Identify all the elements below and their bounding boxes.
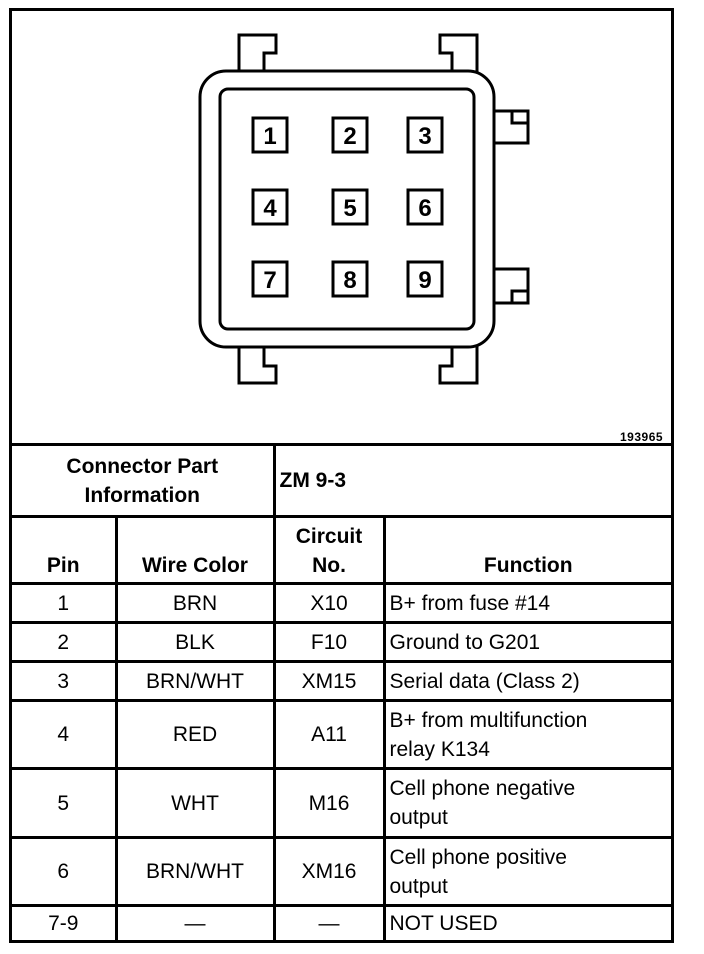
part-info-value: ZM 9-3 — [272, 443, 672, 518]
pin-cavity-5 — [331, 188, 369, 226]
cell-circuit: XM15 — [272, 660, 386, 702]
function-line1: NOT USED — [389, 911, 498, 935]
cell-function: Cell phone negative output — [382, 767, 672, 839]
function-line1: B+ from multifunction — [389, 708, 588, 732]
cell-wire-color: — — [114, 904, 276, 940]
tab-bottom-right — [438, 341, 479, 385]
pin-cavity-4 — [251, 188, 289, 226]
cell-wire-color: BRN/WHT — [114, 836, 276, 907]
cell-wire-color: WHT — [114, 767, 276, 839]
cell-wire-color: BRN — [114, 582, 276, 624]
cell-function: Serial data (Class 2) — [382, 660, 672, 702]
cell-wire-color: BLK — [114, 621, 276, 663]
cell-pin: 2 — [12, 621, 118, 663]
connector-tabs — [237, 33, 530, 385]
function-line2: output — [389, 874, 448, 898]
function-line1: B+ from fuse #14 — [389, 591, 551, 615]
function-line1: Ground to G201 — [389, 630, 541, 654]
pin-cavity-group: 1 2 3 4 5 6 7 8 9 — [251, 116, 444, 298]
cell-circuit: A11 — [272, 699, 386, 770]
cell-function: Ground to G201 — [382, 621, 672, 663]
cell-pin: 5 — [12, 767, 118, 839]
connector-face-diagram: 1 2 3 4 5 6 7 8 9 — [198, 33, 530, 385]
header-row: Pin Wire Color Circuit No. Function — [12, 515, 672, 584]
header-function: Function — [382, 515, 672, 584]
pin-cavity-8 — [331, 260, 369, 298]
header-circuit-line2: No. — [312, 554, 346, 577]
part-info-label-line1: Connector Part — [66, 454, 219, 478]
tab-right-top — [490, 109, 530, 145]
pin-label-6: 6 — [418, 195, 431, 222]
function-line1: Serial data (Class 2) — [389, 669, 580, 693]
cell-circuit: X10 — [272, 582, 386, 624]
header-circuit-line1: Circuit — [295, 525, 363, 548]
function-line1: Cell phone negative — [389, 777, 576, 800]
part-info-label: Connector Part Information — [12, 443, 276, 518]
pinout-table: Connector Part Information ZM 9-3 Pin Wi… — [12, 443, 672, 940]
pin-cavity-1 — [251, 116, 289, 154]
pin-cavity-7 — [251, 260, 289, 298]
cell-circuit: XM16 — [272, 836, 386, 907]
function-line2: relay K134 — [389, 737, 490, 761]
pin-cavity-6 — [406, 188, 444, 226]
function-line2: output — [389, 806, 448, 829]
pin-label-7: 7 — [263, 267, 276, 294]
cell-function: NOT USED — [382, 904, 672, 940]
pin-label-8: 8 — [343, 267, 356, 294]
cell-pin: 1 — [12, 582, 118, 624]
cell-pin: 6 — [12, 836, 118, 907]
part-info-row: Connector Part Information ZM 9-3 — [12, 443, 672, 518]
tab-bottom-left — [237, 341, 278, 385]
cell-pin: 3 — [12, 660, 118, 702]
tab-top-right — [438, 33, 479, 79]
header-wire-color: Wire Color — [114, 515, 276, 584]
pin-label-2: 2 — [343, 123, 356, 150]
cell-function: B+ from fuse #14 — [382, 582, 672, 624]
tab-top-left — [237, 33, 278, 79]
table-row: 7-9——NOT USED — [12, 904, 672, 940]
pin-label-9: 9 — [418, 267, 431, 294]
header-pin: Pin — [12, 515, 118, 584]
cell-circuit: F10 — [272, 621, 386, 663]
tab-right-bottom — [490, 267, 530, 305]
part-info-label-line2: Information — [84, 483, 201, 507]
cell-pin: 7-9 — [12, 904, 118, 940]
header-circuit: Circuit No. — [272, 515, 386, 584]
pin-cavity-3 — [406, 116, 444, 154]
cell-circuit: — — [272, 904, 386, 940]
pin-label-5: 5 — [343, 195, 356, 222]
pin-cavity-2 — [331, 116, 369, 154]
cell-wire-color: BRN/WHT — [114, 660, 276, 702]
cell-wire-color: RED — [114, 699, 276, 770]
cell-function: B+ from multifunction relay K134 — [382, 699, 672, 770]
pin-label-1: 1 — [263, 123, 276, 150]
pin-label-3: 3 — [418, 123, 431, 150]
cell-function: Cell phone positive output — [382, 836, 672, 907]
pin-cavity-9 — [406, 260, 444, 298]
cell-pin: 4 — [12, 699, 118, 770]
function-line1: Cell phone positive — [389, 845, 567, 869]
pin-label-4: 4 — [263, 195, 277, 222]
drawing-number: 193965 — [620, 430, 664, 444]
cell-circuit: M16 — [272, 767, 386, 839]
